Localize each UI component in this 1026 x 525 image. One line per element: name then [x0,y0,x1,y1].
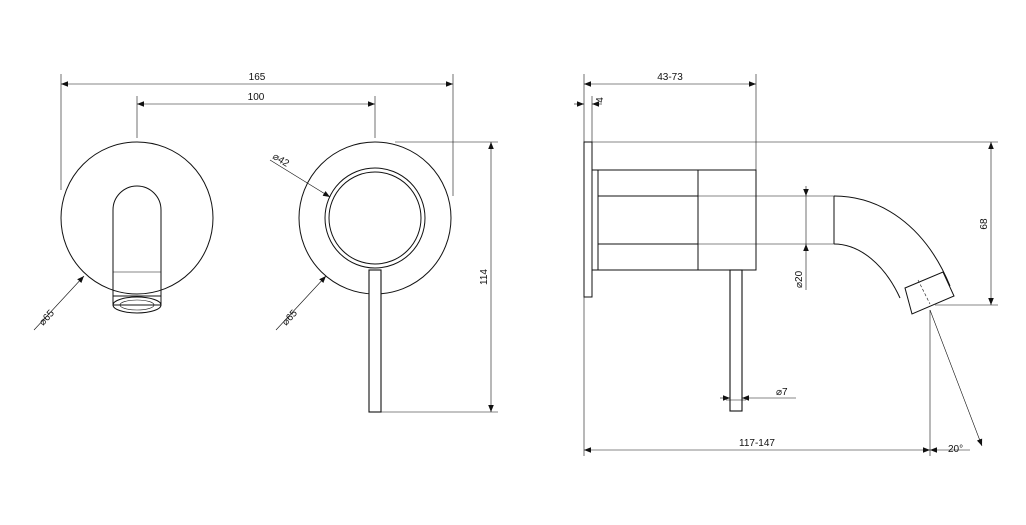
dim-height-label: 114 [479,269,490,285]
dim-spout-angle-label: 20° [948,444,963,455]
lever-handle-front [368,269,382,413]
dim-centers-distance: 100 [136,92,376,138]
dim-lever-diameter-label: 7 [782,387,788,398]
side-view: 43-73 4 68 ⌀20 [574,72,998,456]
knurled-sleeve-lower [597,243,699,271]
lever-hub [324,167,426,269]
dim-spout-height: 68 [592,141,998,306]
diameter-symbol: ⌀ [794,282,805,288]
dim-lever-plate-diameter: ⌀65 [275,275,327,331]
mixer-body [697,169,757,271]
wall-plate-side [583,141,593,298]
knurled-sleeve-upper [597,169,699,197]
dim-wall-depth: 43-73 [583,72,757,170]
aerator-outlet [112,296,162,314]
dim-spout-height-label: 68 [979,218,990,230]
dim-pipe-diameter-label: 20 [794,270,805,282]
dim-pipe-diameter: ⌀20 [794,186,809,290]
lever-handle-side [729,269,743,412]
svg-text:⌀65: ⌀65 [280,308,300,328]
dim-spout-angle: 20° [929,309,983,455]
dim-lever-diameter: ⌀7 [720,387,796,401]
dim-projection-label: 117-147 [739,438,775,449]
diameter-symbol: ⌀ [37,316,49,328]
dim-lever-hub-diameter: ⌀42 [269,151,331,198]
spout-front [112,185,162,314]
dim-spout-plate-diameter: ⌀65 [33,275,85,331]
spout-side [833,195,955,315]
svg-text:⌀65: ⌀65 [37,308,57,328]
dim-plate-thickness: 4 [574,96,606,142]
front-view: 165 100 114 ⌀65 ⌀65 [33,72,498,413]
dim-overall-width-label: 165 [249,72,266,83]
svg-text:⌀20: ⌀20 [794,270,805,288]
spout-wall-plate [60,141,214,295]
dim-wall-depth-label: 43-73 [657,72,683,83]
svg-text:⌀7: ⌀7 [776,387,788,398]
dim-projection: 117-147 [583,297,970,456]
dim-plate-thickness-label: 4 [595,97,606,103]
dim-overall-width: 165 [60,72,454,196]
diameter-symbol: ⌀ [270,151,281,164]
diameter-symbol: ⌀ [280,316,292,328]
diameter-symbol: ⌀ [776,387,782,398]
dim-centers-distance-label: 100 [248,92,265,103]
dim-height: 114 [381,141,498,413]
svg-text:⌀42: ⌀42 [270,151,291,170]
